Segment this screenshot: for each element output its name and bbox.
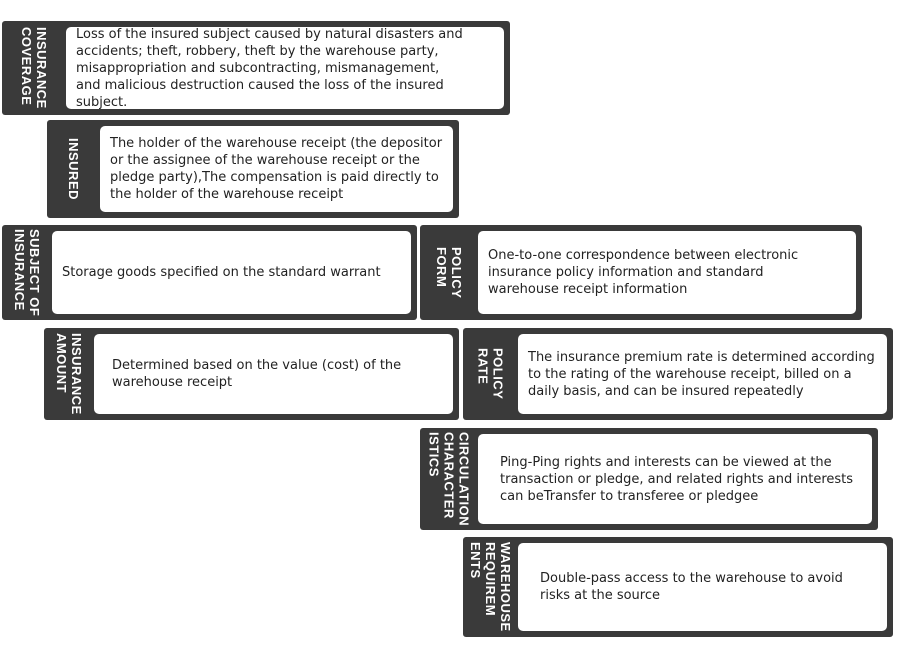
card-tab: WAREHOUSE REQUIREM ENTS xyxy=(463,537,518,637)
card-text: The holder of the warehouse receipt (the… xyxy=(110,136,443,202)
card-text: The insurance premium rate is determined… xyxy=(528,349,875,399)
card-text: Double-pass access to the warehouse to a… xyxy=(540,571,843,603)
card-label: INSURED xyxy=(66,137,81,200)
card-label: INSURANCE AMOUNT xyxy=(54,333,84,415)
card-tab: SUBJECT OF INSURANCE xyxy=(2,225,52,320)
card-tab: INSURANCE COVERAGE xyxy=(2,21,66,115)
card-body: Loss of the insured subject caused by na… xyxy=(66,26,504,110)
card-tab: POLICY RATE xyxy=(463,328,518,420)
card-text: Ping-Ping rights and interests can be vi… xyxy=(500,454,854,504)
card-text: Determined based on the value (cost) of … xyxy=(112,358,402,390)
card-label: INSURANCE COVERAGE xyxy=(19,27,49,109)
card-text: Storage goods specified on the standard … xyxy=(62,265,381,280)
card-body: Storage goods specified on the standard … xyxy=(52,231,411,314)
card-label: CIRCULATION CHARACTER ISTICS xyxy=(426,431,472,527)
card-body: One-to-one correspondence between electr… xyxy=(478,231,856,314)
card-label: POLICY RATE xyxy=(475,348,506,400)
card-body: The holder of the warehouse receipt (the… xyxy=(100,126,453,212)
card-text: Loss of the insured subject caused by na… xyxy=(76,26,463,110)
card-policy-form: POLICY FORM One-to-one correspondence be… xyxy=(420,225,862,320)
card-body: Determined based on the value (cost) of … xyxy=(94,334,453,414)
card-warehouse-requirements: WAREHOUSE REQUIREM ENTS Double-pass acce… xyxy=(463,537,893,637)
card-insurance-amount: INSURANCE AMOUNT Determined based on the… xyxy=(44,328,459,420)
card-policy-rate: POLICY RATE The insurance premium rate i… xyxy=(463,328,893,420)
card-tab: INSURANCE AMOUNT xyxy=(44,328,94,420)
card-insurance-coverage: INSURANCE COVERAGE Loss of the insured s… xyxy=(2,21,510,115)
card-body: Double-pass access to the warehouse to a… xyxy=(518,543,887,631)
card-label: SUBJECT OF INSURANCE xyxy=(12,228,42,317)
card-subject-of-insurance: SUBJECT OF INSURANCE Storage goods speci… xyxy=(2,225,417,320)
card-text: One-to-one correspondence between electr… xyxy=(488,248,799,297)
card-label: POLICY FORM xyxy=(434,246,464,299)
card-insured: INSURED The holder of the warehouse rece… xyxy=(47,120,459,218)
card-body: Ping-Ping rights and interests can be vi… xyxy=(478,434,872,524)
card-label: WAREHOUSE REQUIREM ENTS xyxy=(468,542,513,632)
card-tab: POLICY FORM xyxy=(420,225,478,320)
card-body: The insurance premium rate is determined… xyxy=(518,334,887,414)
card-tab: INSURED xyxy=(47,120,100,218)
card-tab: CIRCULATION CHARACTER ISTICS xyxy=(420,428,478,530)
card-circulation-characteristics: CIRCULATION CHARACTER ISTICS Ping-Ping r… xyxy=(420,428,878,530)
